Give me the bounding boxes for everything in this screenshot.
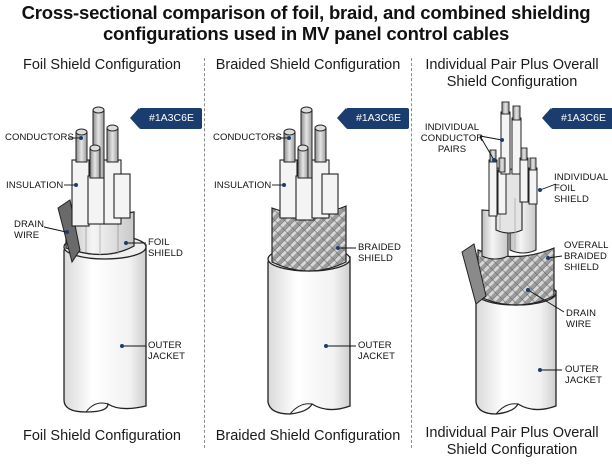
panel-3-title-line-2: Shield Configuration: [446, 74, 578, 90]
label-outer-jacket-2-line-2: JACKET: [358, 351, 396, 362]
label-outer-jacket-3: OUTER JACKET: [565, 364, 602, 386]
label-drain-wire-1-line-1: DRAIN: [14, 219, 45, 230]
label-individual-foil-shield: INDIVIDUAL FOIL SHIELD: [554, 172, 612, 205]
label-outer-jacket-3-line-2: JACKET: [565, 375, 603, 386]
label-outer-jacket-3-line-1: OUTER: [565, 364, 599, 375]
panel-2-footer: Braided Shield Configuration: [215, 428, 401, 444]
panel-3-footer: Individual Pair Plus Overall Shield Conf…: [412, 425, 612, 459]
panel-2-color-tag: #1A3C6E: [337, 108, 409, 129]
foil-cable-drawing: [43, 106, 147, 413]
label-overall-braid-line-3: SHIELD: [564, 262, 599, 273]
label-pairs-line-3: PAIRS: [437, 144, 467, 155]
label-drain-wire-3: DRAIN WIRE: [566, 308, 596, 330]
figure-title-line-1: Cross-sectional comparison of foil, brai…: [21, 2, 591, 23]
panel-divider-2: [411, 58, 412, 448]
label-outer-jacket-1: OUTER JACKET: [148, 340, 185, 362]
figure-title-line-2: configurations used in MV panel control …: [102, 23, 510, 44]
panel-divider-1: [204, 58, 205, 448]
panel-2-title: Braided Shield Configuration: [215, 57, 401, 73]
panel-1-color-tag: #1A3C6E: [130, 108, 202, 129]
label-ind-foil-line-1: INDIVIDUAL: [554, 172, 609, 183]
panel-3-title: Individual Pair Plus Overall Shield Conf…: [412, 57, 612, 91]
label-ind-foil-line-2: FOIL SHIELD: [554, 183, 589, 205]
panel-1-title: Foil Shield Configuration: [23, 57, 181, 73]
label-drain-wire-3-line-1: DRAIN: [566, 308, 597, 319]
panel-3-color-tag: #1A3C6E: [542, 108, 612, 129]
panel-3-title-line-1: Individual Pair Plus Overall: [425, 57, 599, 73]
label-pairs-line-2: CONDUCTOR: [420, 133, 484, 144]
panel-3-footer-line-1: Individual Pair Plus Overall: [425, 425, 599, 441]
label-drain-wire-3-line-2: WIRE: [566, 319, 592, 330]
label-conductors-1: CONDUCTORS: [5, 132, 74, 143]
label-outer-jacket-2: OUTER JACKET: [358, 340, 395, 362]
label-overall-braid-line-2: BRAIDED: [564, 251, 607, 262]
label-foil-shield-line-2: SHIELD: [148, 248, 183, 259]
label-drain-wire-1: DRAIN WIRE: [14, 219, 44, 241]
label-outer-jacket-1-line-1: OUTER: [148, 340, 182, 351]
panel-1-footer: Foil Shield Configuration: [23, 428, 181, 444]
label-braided-shield-line-1: BRAIDED: [358, 242, 401, 253]
label-outer-jacket-1-line-2: JACKET: [148, 351, 186, 362]
label-overall-braided-shield: OVERALL BRAIDED SHIELD: [564, 240, 609, 273]
label-braided-shield-line-2: SHIELD: [358, 253, 393, 264]
braided-cable-drawing: [267, 106, 356, 415]
pair-overall-cable-drawing: [461, 101, 565, 415]
label-foil-shield: FOIL SHIELD: [148, 237, 183, 259]
figure-title: Cross-sectional comparison of foil, brai…: [0, 2, 612, 44]
panel-3-footer-line-2: Shield Configuration: [446, 442, 578, 458]
label-conductors-2: CONDUCTORS: [213, 132, 282, 143]
label-braided-shield: BRAIDED SHIELD: [358, 242, 401, 264]
label-outer-jacket-2-line-1: OUTER: [358, 340, 392, 351]
label-overall-braid-line-1: OVERALL: [564, 240, 609, 251]
label-foil-shield-line-1: FOIL: [148, 237, 170, 248]
label-insulation-1: INSULATION: [6, 180, 64, 191]
label-pairs-line-1: INDIVIDUAL: [424, 122, 480, 133]
label-drain-wire-1-line-2: WIRE: [14, 230, 40, 241]
label-insulation-2: INSULATION: [214, 180, 272, 191]
label-individual-conductor-pairs: INDIVIDUAL CONDUCTOR PAIRS: [420, 122, 484, 155]
